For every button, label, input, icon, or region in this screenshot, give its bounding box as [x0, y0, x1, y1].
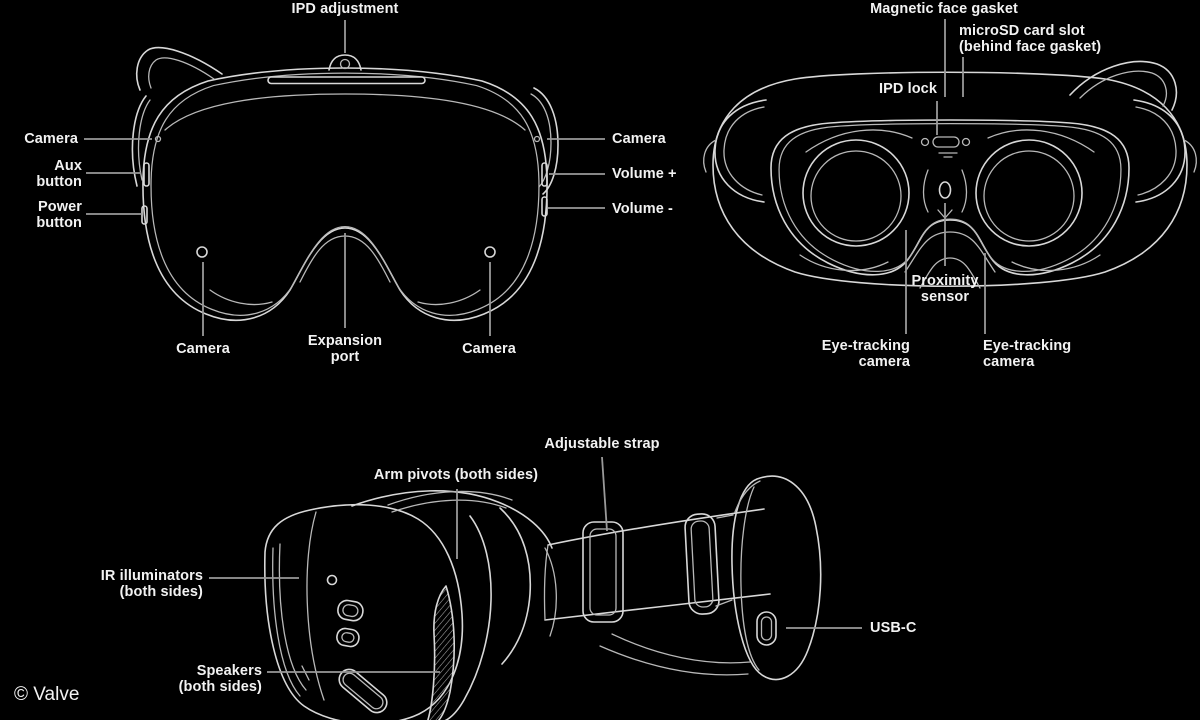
label-volume-minus: Volume - — [612, 201, 673, 217]
side-visor-outline — [264, 503, 464, 720]
label-expansion-port: Expansion port — [307, 333, 383, 365]
front-strap-horn — [135, 46, 223, 91]
label-camera-bottom-right: Camera — [462, 341, 516, 357]
side-body-edge — [444, 515, 492, 720]
proximity-sensor-window — [938, 181, 952, 199]
side-view-drawing — [264, 475, 822, 720]
label-arm-pivots: Arm pivots (both sides) — [373, 467, 539, 483]
label-speakers: Speakers (both sides) — [178, 663, 262, 695]
front-glass-seam — [164, 93, 526, 131]
strap-bottom-edge — [544, 593, 771, 621]
front-left-flap — [131, 95, 147, 187]
rear-strap-horn — [1069, 60, 1178, 111]
side-bottom-vent — [338, 668, 388, 714]
face-gasket-outline — [770, 119, 1130, 276]
leader-lines — [84, 19, 986, 673]
ipd-adjustment-dial-inner — [339, 58, 351, 70]
usb-c-port — [756, 611, 777, 646]
rear-left-ear — [714, 99, 767, 203]
side-body-top — [351, 490, 553, 549]
side-volume-buttons — [336, 599, 364, 648]
rear-right-ear — [1133, 99, 1186, 203]
power-button-mark — [141, 205, 148, 225]
right-lens-inner — [983, 150, 1075, 242]
label-camera-right: Camera — [612, 131, 666, 147]
front-camera-dot-right — [484, 246, 496, 258]
copyright-valve: © Valve — [14, 684, 80, 705]
front-right-flap — [533, 87, 559, 195]
label-ipd-adjustment: IPD adjustment — [291, 1, 399, 17]
speaker-grille — [427, 585, 455, 720]
strap-slider — [582, 521, 624, 623]
strap-keeper — [684, 513, 720, 615]
label-eye-tracking-camera-left: Eye-tracking camera — [821, 338, 910, 370]
label-power-button: Power button — [36, 199, 82, 231]
volume-plus-mark — [541, 162, 548, 187]
volume-minus-mark — [541, 196, 548, 217]
label-aux-button: Aux button — [36, 158, 82, 190]
label-camera-left: Camera — [24, 131, 78, 147]
ir-illuminator-dot — [326, 574, 338, 586]
rear-view-drawing — [703, 60, 1197, 289]
front-camera-dot-upper-right — [533, 135, 541, 143]
ipd-lock-mechanism — [920, 136, 971, 158]
front-camera-dot-left — [196, 246, 208, 258]
front-top-slot — [267, 76, 426, 85]
leader-adjustable-strap — [601, 456, 608, 532]
label-camera-bottom-left: Camera — [176, 341, 230, 357]
label-adjustable-strap: Adjustable strap — [544, 436, 660, 452]
label-eye-tracking-camera-right: Eye-tracking camera — [983, 338, 1072, 370]
left-lens — [802, 139, 910, 247]
arm-pivot-edge — [499, 507, 532, 665]
label-ipd-lock: IPD lock — [878, 81, 937, 97]
right-lens — [975, 139, 1083, 247]
label-microsd-card-slot: microSD card slot (behind face gasket) — [959, 23, 1102, 55]
front-outline — [142, 67, 548, 322]
strap-top-edge — [547, 508, 765, 546]
label-proximity-sensor: Proximity sensor — [911, 273, 979, 305]
ipd-adjustment-dial — [328, 54, 362, 71]
rear-outline — [712, 71, 1188, 288]
front-view-drawing — [131, 46, 559, 322]
label-magnetic-face-gasket: Magnetic face gasket — [870, 1, 1018, 17]
label-volume-plus: Volume + — [612, 166, 677, 182]
front-camera-dot-upper-left — [154, 135, 162, 143]
label-usb-c: USB-C — [870, 620, 917, 636]
left-lens-inner — [810, 150, 902, 242]
aux-button-mark — [143, 162, 150, 187]
rear-pad-outline — [731, 475, 822, 681]
label-ir-illuminators: IR illuminators (both sides) — [100, 568, 203, 600]
